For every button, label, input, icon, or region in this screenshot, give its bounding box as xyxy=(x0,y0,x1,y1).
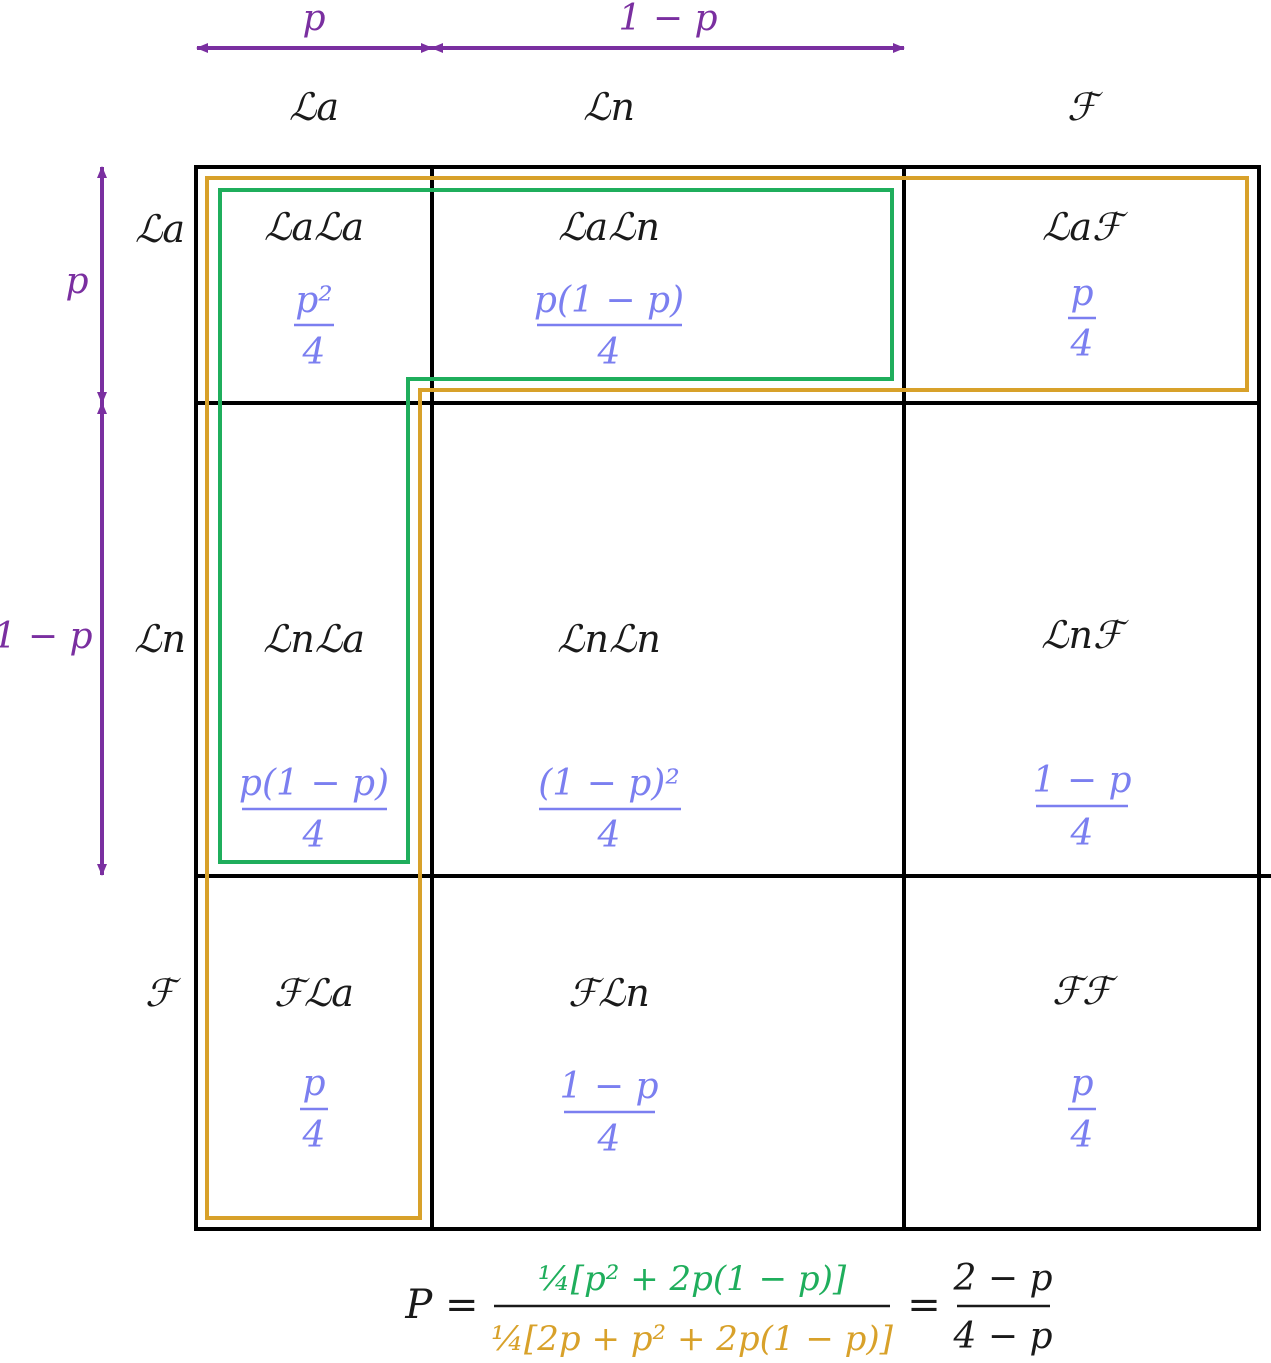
cell-prob-numerator: p(1 − p) xyxy=(534,280,684,321)
grid xyxy=(194,165,1271,1231)
cell-prob-denominator: 4 xyxy=(597,815,621,856)
formula-numerator: ¼[p² + 2p(1 − p)] xyxy=(538,1259,847,1299)
cell-f-ln: ℱℒn 1 − p 4 xyxy=(560,971,659,1160)
cell-prob-denominator: 4 xyxy=(1070,813,1094,854)
formula-lhs: P = xyxy=(404,1282,478,1328)
cell-label: ℒnℒa xyxy=(263,617,365,661)
cell-prob-denominator: 4 xyxy=(1070,1115,1094,1156)
cell-label: ℱℱ xyxy=(1052,969,1118,1013)
cell-prob-numerator: p xyxy=(1070,1063,1093,1104)
cell-prob-denominator: 4 xyxy=(597,332,621,373)
cell-label: ℒnℒn xyxy=(557,617,661,661)
dimension-arrows: p 1 − p p 1 − p xyxy=(0,0,905,876)
cell-f-la: ℱℒa p 4 xyxy=(274,971,354,1156)
top-dim-label-p: p xyxy=(302,0,325,39)
cell-label: ℒaℒa xyxy=(264,205,364,249)
row-header-ln: ℒn xyxy=(134,617,186,661)
cell-prob-denominator: 4 xyxy=(1070,324,1094,365)
cell-label: ℒaℒn xyxy=(558,205,660,249)
probability-formula: P = ¼[p² + 2p(1 − p)] ¼[2p + p² + 2p(1 −… xyxy=(404,1258,1052,1359)
cell-label: ℒaℱ xyxy=(1042,205,1128,249)
col-header-ln: ℒn xyxy=(583,85,635,129)
cell-prob-numerator: (1 − p)² xyxy=(538,763,680,804)
left-dim-label-p: p xyxy=(65,261,88,302)
cell-label: ℱℒn xyxy=(568,971,650,1015)
cell-prob-denominator: 4 xyxy=(302,1115,326,1156)
top-dim-label-1-minus-p: 1 − p xyxy=(619,0,718,39)
cell-prob-numerator: p² xyxy=(295,280,332,321)
formula-rhs-numerator: 2 − p xyxy=(953,1258,1053,1299)
cell-f-f: ℱℱ p 4 xyxy=(1052,969,1118,1156)
cell-label: ℱℒa xyxy=(274,971,354,1015)
cell-prob-numerator: 1 − p xyxy=(1033,760,1132,801)
orange-highlight-region xyxy=(205,176,1249,1220)
left-dim-label-1-minus-p: 1 − p xyxy=(0,616,93,657)
cell-ln-la: ℒnℒa p(1 − p) 4 xyxy=(239,617,389,856)
cell-prob-numerator: p xyxy=(302,1063,325,1104)
cell-label: ℒnℱ xyxy=(1041,613,1129,657)
cell-prob-numerator: p(1 − p) xyxy=(239,763,389,804)
formula-rhs-denominator: 4 − p xyxy=(953,1316,1053,1357)
green-highlight-region xyxy=(218,188,894,864)
cell-ln-f: ℒnℱ 1 − p 4 xyxy=(1033,613,1132,854)
cell-prob-denominator: 4 xyxy=(597,1119,621,1160)
cell-prob-numerator: p xyxy=(1070,273,1093,314)
col-header-la: ℒa xyxy=(289,85,339,129)
formula-denominator: ¼[2p + p² + 2p(1 − p)] xyxy=(491,1319,894,1359)
cell-la-f: ℒaℱ p 4 xyxy=(1042,205,1128,365)
cell-ln-ln: ℒnℒn (1 − p)² 4 xyxy=(538,617,681,856)
cell-la-ln: ℒaℒn p(1 − p) 4 xyxy=(534,205,684,373)
row-header-la: ℒa xyxy=(135,207,185,251)
formula-equals: = xyxy=(907,1282,941,1328)
col-header-f: ℱ xyxy=(1067,85,1103,129)
cell-prob-denominator: 4 xyxy=(302,815,326,856)
cell-prob-denominator: 4 xyxy=(302,332,326,373)
row-header-f: ℱ xyxy=(145,971,181,1015)
cell-la-la: ℒaℒa p² 4 xyxy=(264,205,364,373)
cell-prob-numerator: 1 − p xyxy=(560,1066,659,1107)
